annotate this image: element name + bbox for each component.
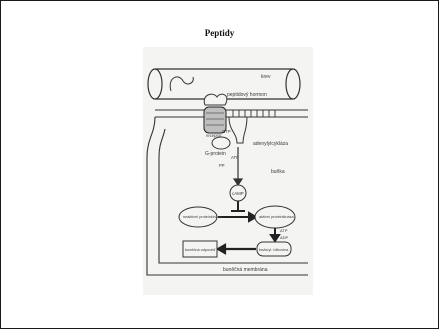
label-active-kinase: aktivní proteinkináza [259, 215, 295, 219]
phosphorylated-protein-shape [256, 241, 292, 257]
hormone-shape [203, 93, 228, 106]
inactive-kinase-shape [178, 206, 218, 228]
adenylyl-cyclase-shape [228, 116, 248, 144]
label-blood: krev [261, 74, 271, 80]
g-protein-shape [211, 136, 231, 150]
slide-title: Peptidy [204, 28, 235, 38]
label-cell-membrane: buněčná membrána [223, 267, 268, 273]
label-pp: PP [219, 163, 225, 168]
label-cytoplasm: buňka [271, 169, 285, 175]
arrow-response [215, 243, 256, 255]
label-gtp: GTP [222, 129, 231, 134]
label-receptor: receptor [206, 133, 222, 138]
label-g-protein: G-protein [205, 151, 226, 157]
arrow-kinase-activation [218, 211, 259, 223]
diagram-figure: krev peptidový hormon receptor GTP G-pro… [143, 47, 313, 295]
label-adp: ADP [280, 235, 289, 240]
arrow-phosphorylation [269, 228, 281, 243]
label-adenylyl-cyclase: adenylylcykláza [253, 141, 288, 147]
signaling-diagram: krev peptidový hormon receptor GTP G-pro… [146, 68, 308, 276]
label-atp-2: ATP [280, 228, 288, 233]
arrow-camp-kinase [231, 201, 245, 212]
label-inactive-kinase: neaktivní proteinkináza [183, 215, 223, 219]
blood-vessel [147, 68, 301, 100]
label-camp: cAMP [232, 191, 244, 196]
membrane-top [155, 109, 308, 118]
label-cell-response: buněčná odpověď [185, 248, 216, 252]
label-atp: ATP [231, 155, 239, 160]
label-phosphorylated-protein: fosforyl. bílkovina [259, 248, 289, 252]
cell-response-shape [182, 240, 218, 258]
label-peptide-hormone: peptidový hormon [227, 92, 267, 98]
cell-boundary [146, 116, 308, 276]
receptor-shape [203, 106, 227, 134]
arrow-atp-camp [232, 147, 244, 187]
